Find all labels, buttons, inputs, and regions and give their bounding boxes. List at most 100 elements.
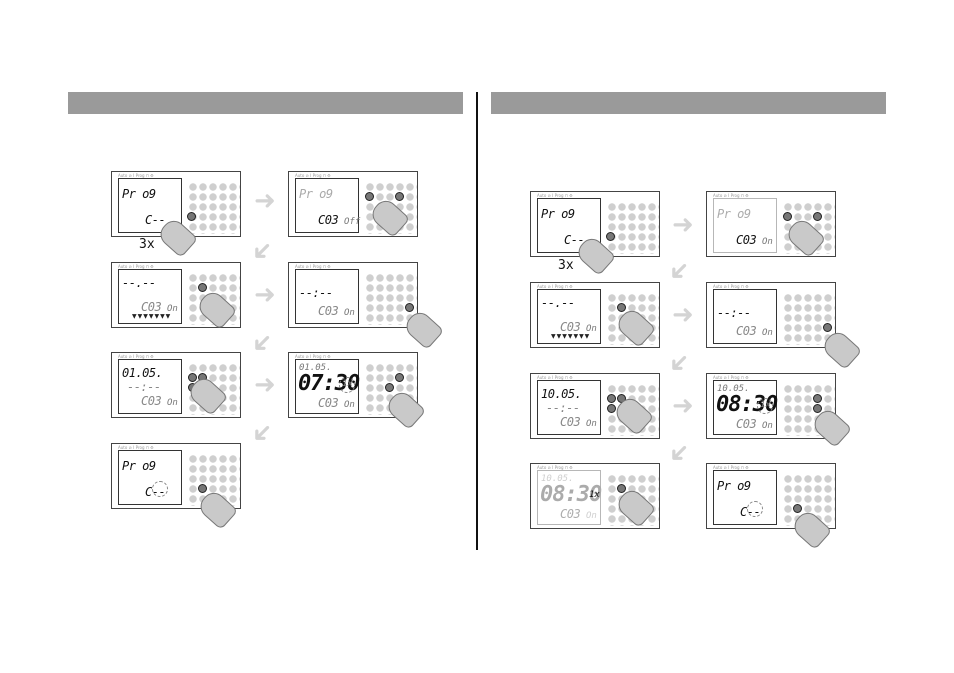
button-grid bbox=[607, 202, 659, 254]
pressed-button-icon[interactable] bbox=[395, 192, 404, 201]
flashing-indicator-icon bbox=[747, 501, 763, 517]
arrow-right-icon: ➜ bbox=[672, 391, 694, 421]
pressed-button-icon[interactable] bbox=[606, 232, 615, 241]
arrow-down-left-icon: ➜ bbox=[243, 324, 281, 362]
lcd-display: --.-- C03 On bbox=[118, 269, 182, 324]
pressed-button-icon[interactable] bbox=[405, 303, 414, 312]
lcd-main-text: --:-- bbox=[717, 306, 751, 320]
lcd-state-tag: On bbox=[167, 398, 178, 408]
lcd-state-tag: On bbox=[762, 421, 773, 431]
lcd-sub-text: C-- bbox=[145, 213, 166, 227]
pressed-button-icon[interactable] bbox=[198, 484, 207, 493]
lcd-repeat-badge: 1x bbox=[589, 490, 600, 500]
lcd-display-overlay: C03 On bbox=[713, 198, 777, 253]
timer-device-step-1: Auto ⊘ I Prog ⊓ ⚙ Pr o9 C-- bbox=[111, 171, 241, 237]
lcd-main-text: Pr o9 bbox=[122, 187, 156, 201]
pressed-button-icon[interactable] bbox=[395, 373, 404, 382]
device-mode-labels: Auto ⊘ I Prog ⊓ ⚙ bbox=[118, 445, 154, 450]
lcd-state-tag: On bbox=[344, 308, 355, 318]
pressed-button-icon[interactable] bbox=[813, 212, 822, 221]
timer-device-step-2: Auto ⊘ I Prog ⊓ ⚙ Pr o9 C03 On bbox=[706, 191, 836, 257]
pressed-button-icon[interactable] bbox=[813, 404, 822, 413]
arrow-right-icon: ➜ bbox=[254, 280, 276, 310]
device-mode-labels: Auto ⊘ I Prog ⊓ ⚙ bbox=[713, 375, 749, 380]
pressed-button-icon[interactable] bbox=[793, 504, 802, 513]
pressed-button-icon[interactable] bbox=[385, 383, 394, 392]
lcd-sub-text: C03 bbox=[560, 415, 581, 429]
arrow-down-left-icon: ➜ bbox=[660, 344, 698, 382]
device-mode-labels: Auto ⊘ I Prog ⊓ ⚙ bbox=[295, 173, 331, 178]
lcd-main-text: Pr o9 bbox=[717, 479, 751, 493]
pressed-button-icon[interactable] bbox=[607, 394, 616, 403]
lcd-date-text: 01.05. bbox=[299, 363, 332, 373]
lcd-mid-text: --:-- bbox=[546, 401, 580, 415]
button-grid bbox=[188, 182, 240, 234]
device-mode-labels: Auto ⊘ I Prog ⊓ ⚙ bbox=[295, 354, 331, 359]
lcd-main-text: Pr o9 bbox=[299, 187, 333, 201]
lcd-main-text: --:-- bbox=[299, 286, 333, 300]
lcd-repeat-badge: 1x bbox=[342, 379, 353, 389]
lcd-date-text: 10.05. bbox=[541, 474, 574, 484]
lcd-mid-text: --:-- bbox=[127, 380, 161, 394]
lcd-main-text: --.-- bbox=[122, 276, 156, 290]
device-mode-labels: Auto ⊘ I Prog ⊓ ⚙ bbox=[118, 264, 154, 269]
pressed-button-icon[interactable] bbox=[823, 323, 832, 332]
left-section-header bbox=[68, 92, 463, 114]
lcd-display: 10.05. 08:30 C03 On bbox=[537, 470, 602, 525]
pressed-button-icon[interactable] bbox=[187, 212, 196, 221]
arrow-down-left-icon: ➜ bbox=[243, 232, 281, 270]
lcd-sub-text: C03 bbox=[736, 233, 757, 247]
button-grid bbox=[783, 293, 835, 345]
right-section-header bbox=[491, 92, 886, 114]
lcd-sub-text: C03 bbox=[318, 304, 339, 318]
lcd-sub-text: C03 bbox=[736, 417, 757, 431]
lcd-display: Pr o9 C03 Off bbox=[295, 178, 360, 233]
lcd-state-tag: On bbox=[762, 328, 773, 338]
timer-device-step-6: Auto ⊘ I Prog ⊓ ⚙ 01.05. 07:30 C03 On 1x bbox=[288, 352, 418, 418]
lcd-time-text: 08:30 bbox=[540, 482, 602, 507]
lcd-display: Pr o9 C-- bbox=[537, 198, 601, 253]
lcd-sub-text: C03 bbox=[141, 394, 162, 408]
lcd-main-text: 10.05. bbox=[541, 387, 582, 401]
day-indicator-row: ▼▼▼▼▼▼▼ bbox=[132, 313, 172, 320]
lcd-state-tag: On bbox=[167, 304, 178, 314]
lcd-state-tag: On bbox=[586, 419, 597, 429]
button-grid bbox=[365, 273, 417, 325]
arrow-right-icon: ➜ bbox=[672, 300, 694, 330]
repeat-count-label: 3x bbox=[139, 237, 155, 252]
pressed-button-icon[interactable] bbox=[813, 394, 822, 403]
lcd-display: Pr o9 bbox=[713, 198, 777, 253]
timer-device-step-5: Auto ⊘ I Prog ⊓ ⚙ 01.05. --:-- C03 On bbox=[111, 352, 241, 418]
day-indicator-row: ▼▼▼▼▼▼▼ bbox=[551, 333, 591, 340]
pressed-button-icon[interactable] bbox=[607, 404, 616, 413]
lcd-main-text: Pr o9 bbox=[717, 207, 751, 221]
lcd-display: --:-- C03 On bbox=[713, 289, 777, 344]
device-mode-labels: Auto ⊘ I Prog ⊓ ⚙ bbox=[537, 284, 573, 289]
lcd-sub-text: C03 bbox=[736, 324, 757, 338]
lcd-display: 10.05. --:-- C03 On bbox=[537, 380, 601, 435]
device-mode-labels: Auto ⊘ I Prog ⊓ ⚙ bbox=[295, 264, 331, 269]
lcd-display: Pr o9 C-- bbox=[118, 450, 182, 505]
device-mode-labels: Auto ⊘ I Prog ⊓ ⚙ bbox=[537, 193, 573, 198]
pressed-button-icon[interactable] bbox=[617, 484, 626, 493]
lcd-display: 01.05. --:-- C03 On bbox=[118, 359, 182, 414]
arrow-right-icon: ➜ bbox=[254, 370, 276, 400]
timer-device-step-4: Auto ⊘ I Prog ⊓ ⚙ --:-- C03 On bbox=[706, 282, 836, 348]
lcd-main-text: --.-- bbox=[541, 296, 575, 310]
lcd-sub-text: C03 bbox=[318, 396, 339, 410]
lcd-repeat-badge: 1x bbox=[760, 400, 771, 410]
lcd-sub-text: C-- bbox=[564, 233, 585, 247]
device-mode-labels: Auto ⊘ I Prog ⊓ ⚙ bbox=[537, 375, 573, 380]
pressed-button-icon[interactable] bbox=[188, 373, 197, 382]
flashing-indicator-icon bbox=[152, 481, 168, 497]
pressed-button-icon[interactable] bbox=[783, 212, 792, 221]
pressed-button-icon[interactable] bbox=[365, 192, 374, 201]
flashing-indicator-icon bbox=[757, 398, 773, 414]
lcd-sub-text: C03 bbox=[141, 300, 162, 314]
pressed-button-icon[interactable] bbox=[617, 303, 626, 312]
section-divider bbox=[476, 92, 478, 550]
pressed-button-icon[interactable] bbox=[198, 283, 207, 292]
repeat-count-label: 3x bbox=[558, 258, 574, 273]
timer-device-step-4: Auto ⊘ I Prog ⊓ ⚙ --:-- C03 On bbox=[288, 262, 418, 328]
lcd-main-text: Pr o9 bbox=[541, 207, 575, 221]
